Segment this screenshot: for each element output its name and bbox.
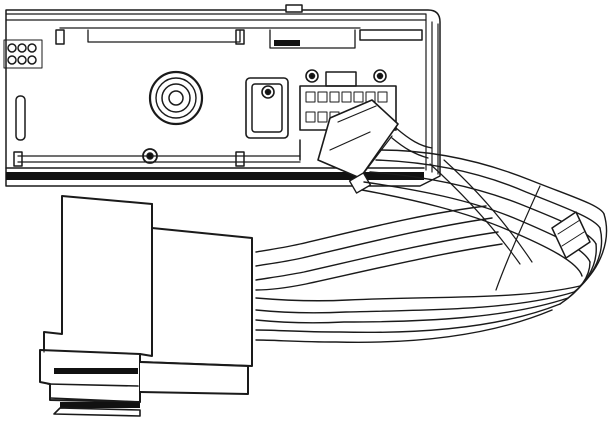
- upper-right-tab: [359, 29, 423, 41]
- lead-wires: [391, 127, 433, 159]
- vent-holes: [3, 39, 43, 69]
- iso-block-flange: [39, 349, 141, 403]
- upper-recess: [269, 29, 356, 49]
- chassis-top-rim: [5, 13, 427, 21]
- top-tab: [285, 4, 303, 13]
- upper-slot: [59, 27, 361, 43]
- lower-slot: [17, 155, 301, 163]
- wire-harness: [255, 99, 608, 343]
- upper-recess-bar: [274, 40, 300, 46]
- lower-bracket-left: [13, 151, 23, 167]
- iso-slot-lower: [60, 402, 140, 408]
- harness-plug-band: [348, 172, 372, 194]
- upper-bracket-left: [55, 29, 65, 45]
- harness-plug: [317, 99, 399, 179]
- upper-bracket-mid: [235, 29, 245, 45]
- connector-screws: [305, 69, 387, 83]
- lower-bracket-mid: [235, 151, 245, 167]
- iso-block-front: [139, 227, 253, 367]
- iso-block-rear: [43, 195, 153, 357]
- side-plate: [425, 19, 439, 175]
- iso-slot-upper: [54, 368, 138, 374]
- harness-collar: [551, 211, 591, 259]
- antenna-socket: [245, 77, 289, 139]
- screw: [142, 148, 158, 164]
- iso-block-flange-front: [139, 361, 249, 395]
- left-slot: [15, 95, 26, 141]
- iso-plug-block: [39, 195, 253, 417]
- bottom-rail: [6, 172, 424, 180]
- knob: [148, 70, 204, 126]
